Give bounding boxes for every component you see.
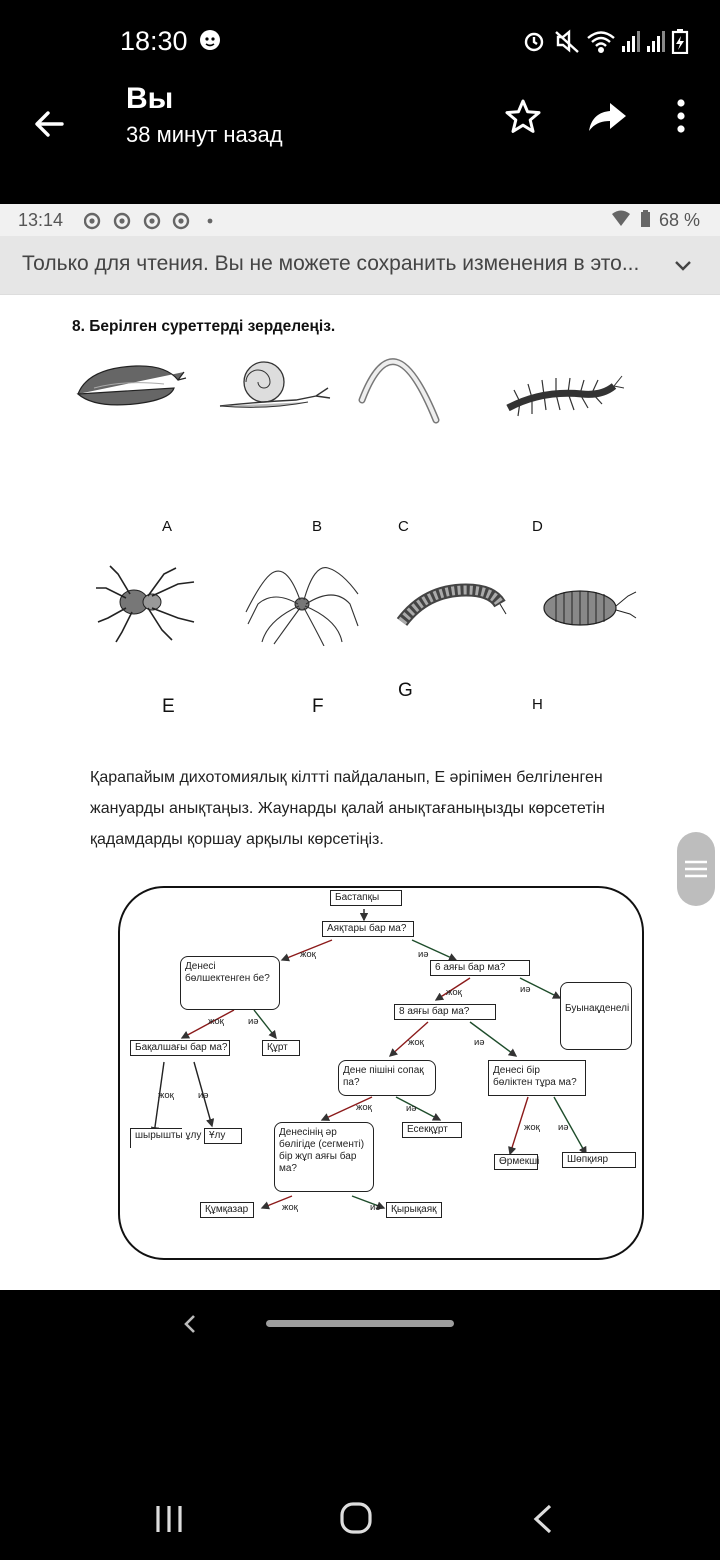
key-start: Бастапқы [330, 890, 402, 906]
previous-image-icon[interactable] [180, 1310, 200, 1343]
key-millipede: Құмқазар [200, 1202, 254, 1218]
mute-icon [556, 32, 578, 52]
key-q-legs: Аяқтары бар ма? [322, 921, 414, 937]
branch-no: жоқ [300, 949, 316, 960]
recent-apps-icon[interactable] [152, 1502, 186, 1541]
key-q-pairlegs: Денесінің әр бөлігіде (сегменті) бір жұп… [274, 1122, 374, 1192]
key-centipede: Қырықаяқ [386, 1202, 442, 1218]
status-bar: 18:30 [0, 0, 720, 80]
key-q-8legs: 8 аяғы бар ма? [394, 1004, 496, 1020]
key-spider: Өрмекші [494, 1154, 538, 1170]
branch-yes: иә [198, 1090, 209, 1101]
key-q-6legs: 6 аяғы бар ма? [430, 960, 530, 976]
status-time: 18:30 [120, 26, 188, 57]
share-arrow-icon[interactable] [584, 94, 630, 140]
branch-no: жоқ [158, 1090, 174, 1101]
sender-name: Вы [126, 82, 173, 116]
back-icon[interactable] [528, 1502, 558, 1541]
wifi-icon [588, 33, 614, 52]
system-navigation-bar [0, 1490, 720, 1560]
branch-yes: иә [558, 1122, 569, 1133]
branch-yes: иә [370, 1202, 381, 1213]
key-q-shell: Бақалшағы бар ма? [130, 1040, 230, 1056]
alarm-icon [526, 34, 542, 50]
lion-notification-icon [198, 28, 222, 52]
key-woodlouse: Есекқұрт [402, 1122, 462, 1138]
key-worm: Құрт [262, 1040, 300, 1056]
image-scrubber[interactable] [266, 1320, 454, 1327]
battery-icon [673, 29, 687, 53]
branch-no: жоқ [446, 987, 462, 998]
branch-no: жоқ [356, 1102, 372, 1113]
key-arthropod: Буынақденелі [560, 982, 632, 1050]
key-q-rod: Дене пішіні сопақ па? [338, 1060, 436, 1096]
home-icon[interactable] [338, 1500, 374, 1541]
star-icon[interactable] [500, 94, 546, 140]
key-q-segmented: Денесі бөлшектенген бе? [180, 956, 280, 1010]
branch-no: жоқ [524, 1122, 540, 1133]
more-options-icon[interactable] [664, 94, 698, 140]
key-snail: Ұлу [204, 1128, 242, 1144]
time-ago: 38 минут назад [126, 122, 283, 148]
branch-yes: иә [248, 1016, 259, 1027]
key-q-onepart: Денесі бір бөліктен тұра ма? [488, 1060, 586, 1096]
signal-icon [622, 31, 640, 52]
back-arrow-icon[interactable] [26, 100, 74, 148]
signal-icon [647, 31, 665, 52]
key-harvestman: Шөпқияр [562, 1152, 636, 1168]
shared-screenshot: 13:14 68 % Только для чтения. Вы не може… [0, 204, 720, 1290]
branch-yes: иә [418, 949, 429, 960]
branch-no: жоқ [282, 1202, 298, 1213]
status-icons [522, 28, 692, 54]
branch-no: жоқ [408, 1037, 424, 1048]
key-slug: шырышты ұлу [130, 1128, 182, 1148]
viewer-app-bar: Вы 38 минут назад [0, 80, 720, 204]
branch-yes: иә [406, 1103, 417, 1114]
branch-no: жоқ [208, 1016, 224, 1027]
branch-yes: иә [474, 1037, 485, 1048]
branch-yes: иә [520, 984, 531, 995]
